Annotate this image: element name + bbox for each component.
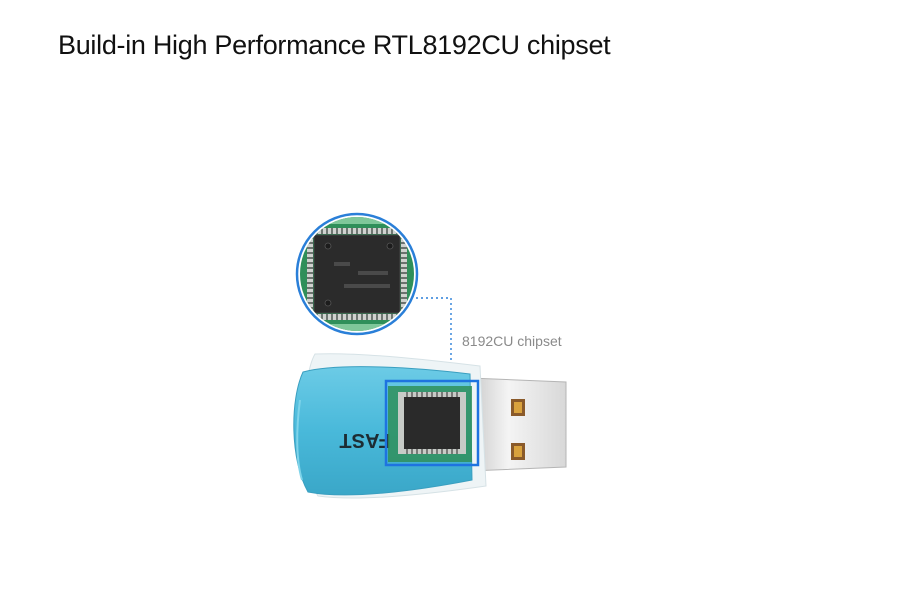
zoomed-chip-view	[295, 212, 419, 336]
chip-highlight-box	[384, 379, 480, 467]
feature-headline: Build-in High Performance RTL8192CU chip…	[58, 30, 611, 60]
embedded-chip	[388, 386, 472, 462]
usb-connector	[469, 377, 567, 472]
chipset-callout-label: 8192CU chipset	[462, 333, 562, 349]
brand-logo-text: FAST	[339, 429, 390, 451]
callout-leader-line	[416, 297, 452, 381]
